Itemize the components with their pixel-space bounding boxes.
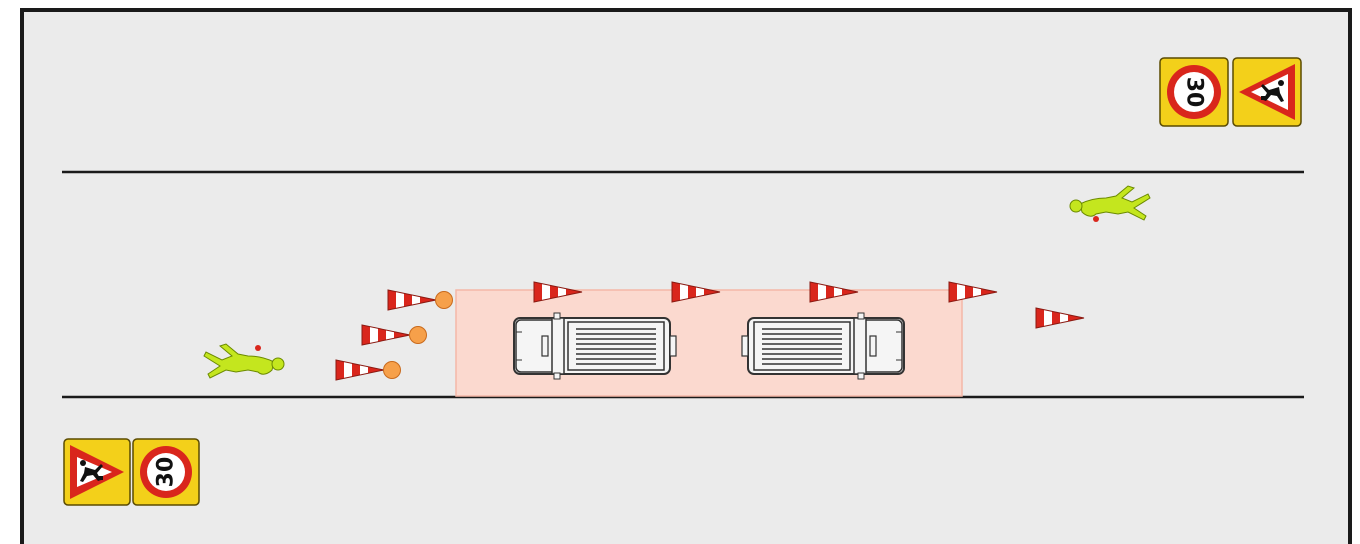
speed-limit-sign-icon: 30 [1159,57,1229,127]
warning-light-icon [435,291,453,309]
cone-with-light [361,324,427,346]
speed-limit-sign-icon: 30 [132,438,200,506]
cone-with-light [387,289,453,311]
roadworks-warning-sign-icon [1232,57,1302,127]
speed-limit-label: 30 [1182,77,1207,108]
road-worker-icon [203,343,285,379]
work-vehicle [513,312,677,380]
diagram-frame [20,8,1352,544]
cone-with-light [335,359,401,381]
speed-limit-label: 30 [154,457,179,488]
road-worker-icon [1069,185,1151,222]
warning-light-icon [409,326,427,344]
roadworks-warning-sign-icon [63,438,131,506]
work-vehicle [741,312,905,380]
warning-light-icon [383,361,401,379]
